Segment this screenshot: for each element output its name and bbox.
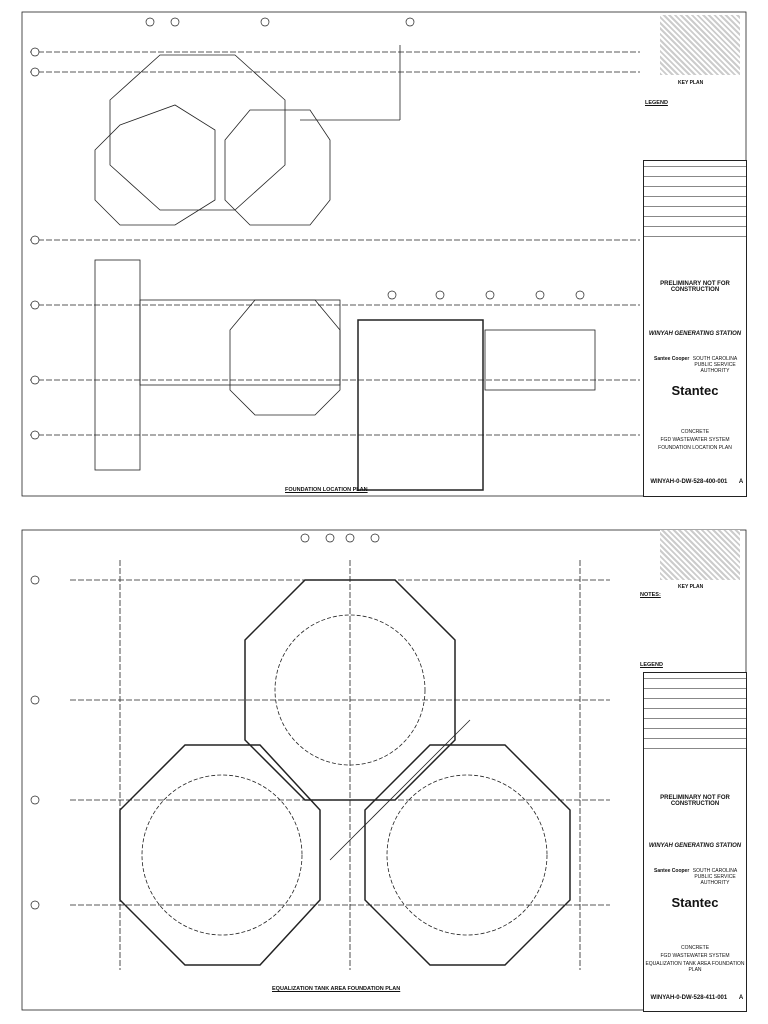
plan-title-1: FOUNDATION LOCATION PLAN (285, 487, 368, 493)
notes-label: NOTES: (640, 592, 661, 598)
key-plan (660, 15, 740, 75)
authority: SOUTH CAROLINA PUBLIC SERVICE AUTHORITY (692, 868, 738, 886)
plan-title-2: EQUALIZATION TANK AREA FOUNDATION PLAN (272, 986, 401, 992)
title-block-1: KEY PLAN LEGEND PRELIMINARY NOT FOR CONS… (0, 0, 768, 510)
preliminary-stamp: PRELIMINARY NOT FOR CONSTRUCTION (660, 795, 730, 807)
client-logo: Santee Cooper (654, 356, 690, 362)
drawing-number: WINYAH-0-DW-528-411-001 (650, 995, 728, 1001)
station-name: WINYAH GENERATING STATION (648, 843, 742, 849)
client-logo: Santee Cooper (654, 868, 690, 874)
firm-logo: Stantec (671, 895, 719, 910)
revision: A (738, 995, 744, 1001)
key-plan-label: KEY PLAN (678, 584, 704, 590)
legend-label: LEGEND (640, 662, 663, 668)
revision: A (738, 479, 744, 485)
sheet-title: EQUALIZATION TANK AREA FOUNDATION PLAN (645, 961, 745, 973)
drawing-number: WINYAH-0-DW-528-400-001 (650, 479, 728, 485)
discipline: CONCRETE (680, 429, 710, 435)
authority: SOUTH CAROLINA PUBLIC SERVICE AUTHORITY (692, 356, 738, 374)
key-plan (660, 530, 740, 580)
discipline: CONCRETE (680, 945, 710, 951)
system: FGD WASTEWATER SYSTEM (660, 953, 730, 959)
system: FGD WASTEWATER SYSTEM (660, 437, 730, 443)
sheet-title: FOUNDATION LOCATION PLAN (658, 445, 732, 451)
revision-grid (644, 161, 746, 246)
preliminary-stamp: PRELIMINARY NOT FOR CONSTRUCTION (660, 281, 730, 293)
legend-label: LEGEND (645, 100, 668, 106)
firm-logo: Stantec (671, 383, 719, 398)
station-name: WINYAH GENERATING STATION (648, 331, 742, 337)
revision-grid (644, 673, 746, 758)
